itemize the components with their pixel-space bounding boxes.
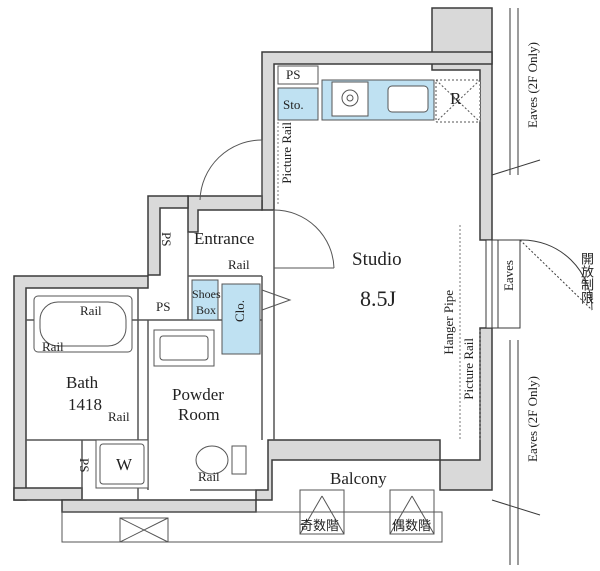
refrigerator-label: R [450, 89, 462, 108]
picture-rail-left: Picture Rail [279, 122, 294, 184]
closet-label: Clo. [232, 300, 247, 323]
ps-label-bath: PS [156, 299, 171, 314]
odd-floors-label: 奇数階 [300, 519, 340, 534]
bathtub [33, 295, 133, 353]
shoes-box-line1: Shoes [192, 287, 221, 301]
powder-room-line2: Room [178, 405, 220, 424]
washer-label: W [116, 455, 133, 474]
balcony-items [61, 489, 443, 543]
washer [95, 439, 149, 489]
bath-label: Bath [66, 373, 99, 392]
eaves-lines [491, 8, 593, 565]
rail-label-bath-left: Rail [42, 339, 64, 354]
ps-label-top: PS [286, 67, 301, 82]
picture-rail-right: Picture Rail [461, 338, 476, 400]
powder-room-line1: Powder [172, 385, 224, 404]
right-window [485, 239, 499, 329]
eaves-2f-bottom: Eaves (2F Only) [525, 376, 540, 462]
rail-label-entrance: Rail [228, 257, 250, 272]
ps-label-left: PS [159, 232, 174, 247]
rail-label-bath-right: Rail [108, 409, 130, 424]
entrance-label: Entrance [194, 229, 255, 248]
storage-label: Sto. [283, 97, 304, 112]
storage-box [277, 87, 319, 121]
rail-label-powder: Rail [198, 469, 220, 484]
vanity-toilet [153, 329, 247, 475]
kitchen [277, 65, 481, 123]
studio-label: Studio [352, 249, 402, 270]
closet-fixtures [191, 279, 261, 355]
ps-label-bottom: PS [77, 458, 92, 473]
eaves-2f-top: Eaves (2F Only) [525, 42, 540, 128]
no-opening-label: 開放制限 [579, 252, 594, 304]
hanger-pipe-label: Hanger Pipe [441, 290, 456, 355]
rails [277, 122, 481, 440]
even-floors-label: 偶数階 [392, 519, 432, 534]
balcony-label: Balcony [330, 469, 387, 488]
shoes-box-line2: Box [196, 303, 217, 317]
eaves-label-window: Eaves [501, 260, 516, 292]
doors [199, 139, 335, 311]
studio-size: 8.5J [360, 286, 397, 311]
rail-label-bath-top: Rail [80, 303, 102, 318]
bath-size: 1418 [68, 395, 102, 414]
